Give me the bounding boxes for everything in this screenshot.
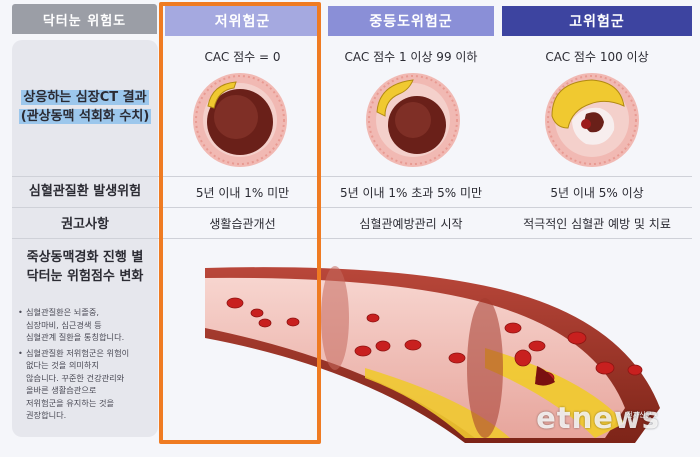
etnews-watermark: etnews xyxy=(536,401,660,435)
row-divider xyxy=(12,176,692,177)
risk-low: 5년 이내 1% 미만 xyxy=(195,186,290,200)
risk-header-label: 닥터눈 위험도 xyxy=(12,4,157,34)
row-label-progress-line1: 죽상동맥경화 진행 별 xyxy=(26,250,144,265)
advice-low: 생활습관개선 xyxy=(209,217,276,231)
row-label-ct-line2: (관상동맥 석회화 수치) xyxy=(18,109,152,124)
cac-score-low: CAC 점수 = 0 xyxy=(204,50,281,64)
low-risk-highlight-frame xyxy=(159,2,321,444)
footnote-item: 심혈관질환은 뇌졸중, 심장마비, 심근경색 등 심혈관계 질환을 통칭합니다. xyxy=(18,306,156,344)
row-divider xyxy=(12,207,692,208)
row-label-risk: 심혈관질환 발생위험 xyxy=(28,184,142,199)
advice-moderate: 심혈관예방관리 시작 xyxy=(359,217,463,231)
cac-score-high: CAC 점수 100 이상 xyxy=(545,50,649,64)
etnews-watermark-sub: 전자신문 xyxy=(626,411,652,419)
advice-high: 적극적인 심혈관 예방 및 치료 xyxy=(523,217,671,231)
cac-score-moderate: CAC 점수 1 이상 99 이하 xyxy=(344,50,478,64)
artery-cross-section-moderate-icon xyxy=(366,73,460,167)
risk-high: 5년 이내 5% 이상 xyxy=(550,186,644,200)
column-header-high-risk: 고위험군 xyxy=(502,6,692,36)
artery-cross-section-low-icon xyxy=(193,73,287,167)
row-divider xyxy=(12,238,692,239)
footnote-item: 심혈관질환 저위험군은 위험이 없다는 것을 의미하지 않습니다. 꾸준한 건강… xyxy=(18,347,156,422)
row-label-advice: 권고사항 xyxy=(61,217,109,232)
footnotes: 심혈관질환은 뇌졸중, 심장마비, 심근경색 등 심혈관계 질환을 통칭합니다.… xyxy=(18,306,156,425)
column-header-low-risk: 저위험군 xyxy=(165,6,320,36)
artery-cross-section-high-icon xyxy=(545,73,639,167)
row-label-progress-line2: 닥터눈 위험점수 변화 xyxy=(26,269,144,284)
column-header-moderate-risk: 중등도위험군 xyxy=(328,6,494,36)
row-label-ct-line1: 상응하는 심장CT 결과 xyxy=(21,90,149,105)
row-label-progress: 죽상동맥경화 진행 별 닥터눈 위험점수 변화 xyxy=(12,248,158,286)
risk-moderate: 5년 이내 1% 초과 5% 미만 xyxy=(339,186,483,200)
row-label-ct: 상응하는 심장CT 결과 (관상동맥 석회화 수치) xyxy=(12,88,158,126)
